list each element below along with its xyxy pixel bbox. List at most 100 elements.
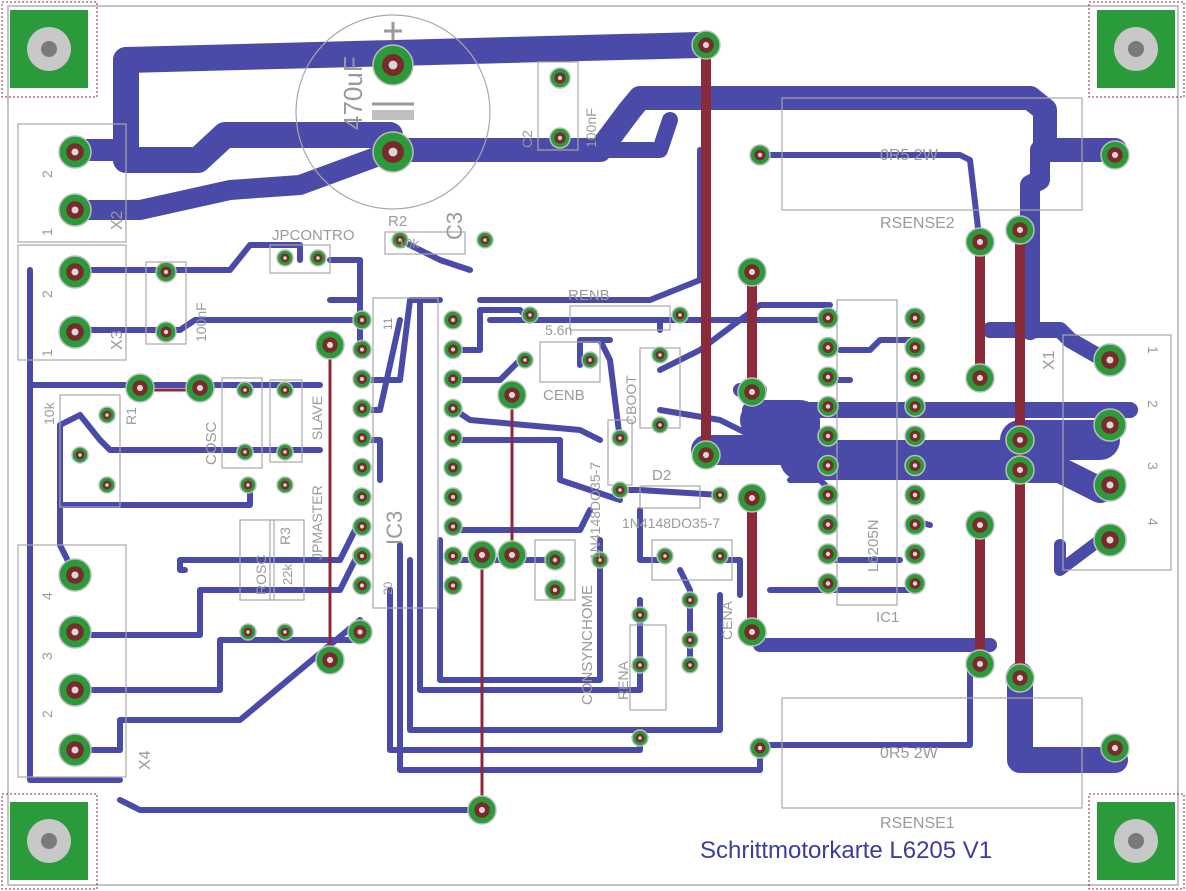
pad bbox=[352, 428, 372, 448]
board-title: Schrittmotorkarte L6205 V1 bbox=[700, 837, 992, 864]
rsense1-outline bbox=[781, 697, 1083, 809]
x1-label: X1 bbox=[1041, 350, 1058, 370]
ic1-part-label: L6205N bbox=[865, 519, 882, 572]
pad bbox=[352, 339, 372, 360]
x1-outline bbox=[1062, 334, 1172, 571]
cosc-label: COSC bbox=[203, 421, 220, 465]
jpcontrol-label: JPCONTRO bbox=[272, 227, 355, 244]
pad bbox=[276, 381, 294, 399]
ic3-pin11: 11 bbox=[381, 317, 395, 330]
r3-value: 22k bbox=[280, 564, 295, 585]
c2-name-label: C2 bbox=[519, 130, 535, 148]
pad bbox=[443, 310, 463, 330]
pad bbox=[749, 737, 771, 759]
d2-part-label: 1N4148DO35-7 bbox=[622, 515, 720, 531]
r1-outline bbox=[59, 394, 121, 508]
pad bbox=[749, 144, 771, 166]
ic1-outline bbox=[836, 299, 898, 606]
r2-value: 10k bbox=[398, 236, 419, 251]
pad bbox=[497, 540, 527, 570]
pad bbox=[904, 454, 926, 477]
pad bbox=[671, 306, 689, 324]
pad bbox=[631, 729, 649, 747]
pad bbox=[904, 425, 926, 447]
pad bbox=[476, 231, 494, 249]
pad bbox=[651, 346, 669, 364]
pad bbox=[1093, 468, 1127, 502]
ic3-pin20: 20 bbox=[381, 581, 395, 595]
pad bbox=[239, 623, 257, 641]
pad bbox=[817, 543, 839, 565]
pad bbox=[549, 67, 571, 89]
rena-outline bbox=[629, 624, 667, 711]
pad bbox=[443, 428, 463, 448]
renb-value: 5.6n bbox=[545, 322, 572, 338]
r2-label: R2 bbox=[388, 213, 407, 230]
pad bbox=[656, 547, 674, 565]
cosc-outline bbox=[221, 377, 263, 469]
pad bbox=[581, 351, 599, 369]
mount-hole-top-right bbox=[1088, 1, 1185, 98]
d2-outline bbox=[639, 485, 701, 509]
pad bbox=[631, 606, 649, 624]
pad bbox=[544, 579, 566, 601]
x3-outline bbox=[17, 244, 127, 361]
c3-polarity-mark bbox=[372, 22, 414, 120]
wire-jumpers bbox=[138, 40, 1025, 812]
pad bbox=[276, 249, 294, 267]
pad bbox=[817, 336, 839, 359]
pad bbox=[58, 135, 92, 169]
cena-label: CENA bbox=[719, 600, 735, 640]
c3-value-label: 470uF bbox=[338, 56, 368, 130]
pad bbox=[443, 369, 463, 389]
jpmaster-label: JPMASTER bbox=[309, 485, 325, 560]
pad bbox=[965, 363, 995, 393]
pad bbox=[58, 615, 92, 649]
pad bbox=[691, 440, 721, 470]
pad bbox=[1100, 140, 1130, 170]
pad bbox=[904, 543, 926, 565]
r2-outline bbox=[384, 231, 466, 255]
c3-name-label: C3 bbox=[442, 212, 467, 240]
r1-value: 10k bbox=[41, 401, 57, 425]
pad bbox=[544, 549, 566, 571]
pad bbox=[443, 457, 463, 478]
pad bbox=[276, 476, 294, 494]
pad bbox=[443, 516, 463, 537]
pad bbox=[817, 513, 839, 536]
r1-label: R1 bbox=[123, 407, 139, 425]
pad bbox=[352, 398, 372, 419]
x1-pin4: 4 bbox=[1145, 518, 1161, 526]
pad bbox=[443, 339, 463, 360]
x4-pin2: 2 bbox=[39, 710, 55, 718]
pad bbox=[549, 127, 571, 149]
pad bbox=[1093, 343, 1127, 377]
x2-pin1: 1 bbox=[39, 228, 55, 236]
x3-pin1: 1 bbox=[39, 349, 55, 357]
pad bbox=[352, 369, 372, 389]
pad bbox=[681, 656, 699, 674]
pad bbox=[1005, 455, 1035, 485]
pad bbox=[352, 487, 372, 507]
pad bbox=[443, 487, 463, 507]
pad bbox=[239, 476, 257, 494]
x4-pin3: 3 bbox=[39, 652, 55, 660]
pad bbox=[904, 513, 926, 536]
rena-label: RENA bbox=[615, 660, 631, 700]
pad bbox=[1005, 663, 1035, 693]
pad bbox=[58, 255, 92, 289]
slave-label: SLAVE bbox=[309, 396, 325, 440]
pad bbox=[352, 546, 372, 566]
pad bbox=[965, 227, 995, 257]
pad bbox=[817, 307, 839, 329]
rsense2-label: RSENSE2 bbox=[880, 215, 955, 232]
x1-pin2: 2 bbox=[1145, 400, 1161, 408]
d1-part-label: 1N4148DO35-7 bbox=[587, 462, 603, 560]
pad bbox=[737, 257, 767, 287]
renb-outline bbox=[569, 305, 671, 331]
ic3-outline bbox=[372, 297, 439, 609]
pad bbox=[817, 425, 839, 447]
pad bbox=[276, 623, 294, 641]
pad bbox=[125, 373, 155, 403]
